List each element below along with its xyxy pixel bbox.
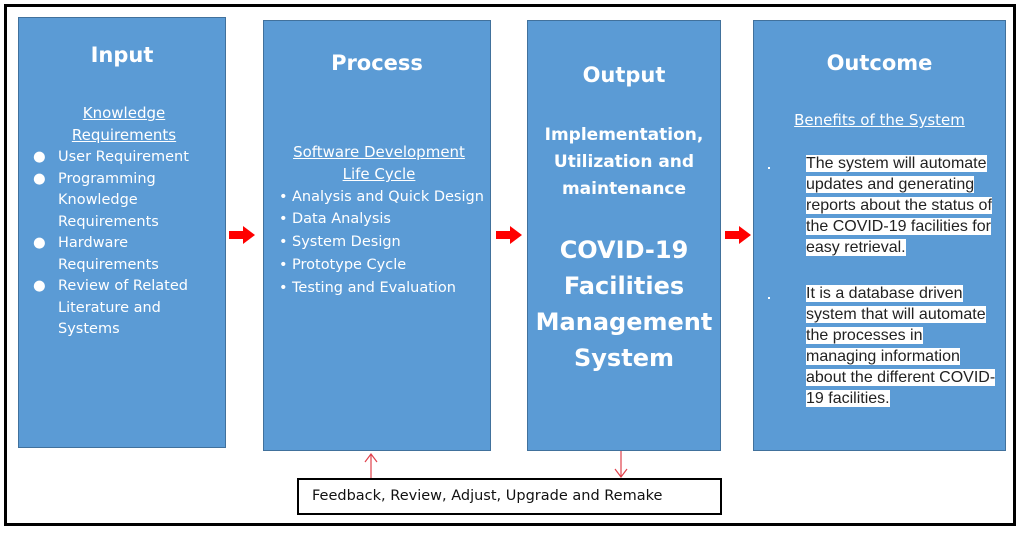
bullet-icon: • — [279, 234, 288, 250]
process-subheading: Software Development Life Cycle — [284, 141, 474, 185]
outcome-subheading: Benefits of the System — [794, 111, 965, 129]
list-item: ●Review of Related Literature and System… — [33, 278, 188, 337]
bullet-icon: ● — [33, 235, 46, 251]
outcome-item: It is a database driven system that will… — [806, 285, 996, 407]
bullet-icon: ● — [33, 278, 46, 294]
list-item: •Data Analysis — [279, 208, 487, 231]
process-subheading-text: Software Development Life Cycle — [293, 143, 465, 183]
outcome-title: Outcome — [826, 51, 933, 75]
arrow-up-icon — [364, 453, 378, 480]
input-title: Input — [90, 43, 154, 67]
process-list: •Analysis and Quick Design •Data Analysi… — [279, 186, 487, 300]
list-item: •Analysis and Quick Design — [279, 186, 487, 208]
input-subheading: Knowledge Requirements — [59, 102, 189, 146]
list-item: ●Hardware Requirements — [33, 235, 159, 273]
feedback-box: Feedback, Review, Adjust, Upgrade and Re… — [297, 478, 722, 515]
bullet-icon — [768, 167, 770, 169]
list-item: ●Programming Knowledge Requirements — [33, 170, 159, 230]
list-item: •System Design — [279, 231, 487, 254]
list-item: •Prototype Cycle — [279, 254, 487, 277]
bullet-icon: • — [279, 257, 288, 273]
bullet-icon: • — [279, 211, 288, 227]
outcome-item: The system will automate updates and gen… — [806, 155, 992, 256]
process-box: Process Software Development Life Cycle … — [263, 20, 491, 451]
bullet-icon — [768, 297, 770, 299]
output-system-name: COVID-19 Facilities Management System — [535, 236, 713, 372]
process-title: Process — [331, 51, 423, 75]
outcome-box: Outcome Benefits of the System The syste… — [753, 20, 1006, 451]
bullet-icon: • — [279, 189, 288, 205]
bullet-icon: • — [279, 280, 288, 296]
output-subheading: Implementation, Utilization and maintena… — [544, 125, 704, 199]
output-title: Output — [582, 63, 666, 87]
input-list: ●User Requirement ●Programming Knowledge… — [33, 147, 218, 341]
arrow-right-icon — [496, 226, 522, 244]
arrow-down-icon — [614, 451, 628, 478]
arrow-right-icon — [229, 226, 255, 244]
input-box: Input Knowledge Requirements ●User Requi… — [18, 17, 226, 448]
bullet-icon: ● — [33, 170, 46, 187]
diagram-frame — [4, 4, 1016, 526]
output-box: Output Implementation, Utilization and m… — [527, 20, 721, 451]
list-item: ●User Requirement — [33, 147, 218, 169]
bullet-icon: ● — [33, 149, 46, 165]
arrow-right-icon — [725, 226, 751, 244]
list-item: •Testing and Evaluation — [279, 277, 487, 300]
input-subheading-text: Knowledge Requirements — [71, 104, 177, 144]
